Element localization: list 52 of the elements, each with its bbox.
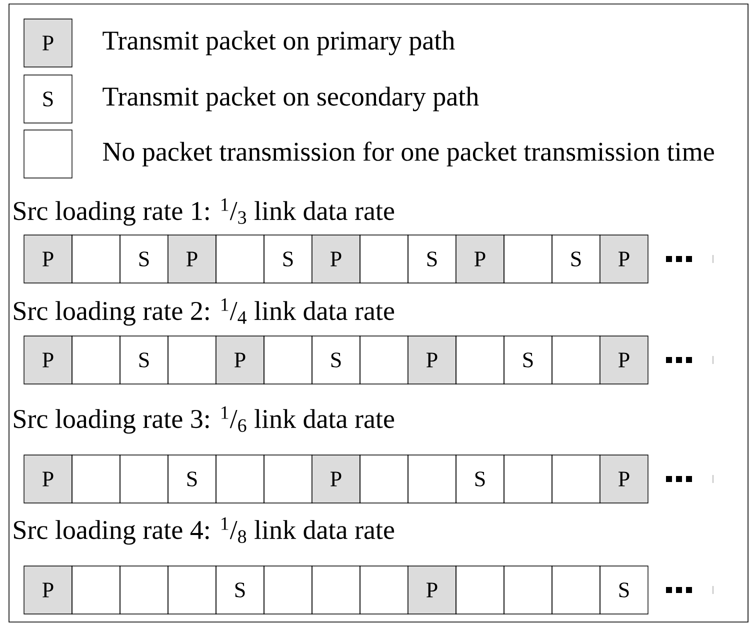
packet-slot: P	[168, 234, 216, 284]
packet-slot	[360, 454, 408, 504]
packet-slot: P	[24, 336, 72, 384]
legend-box: P	[24, 18, 72, 68]
packet-slot	[504, 454, 552, 504]
packet-slot	[504, 234, 552, 284]
node-caption: Transmit packet on primary path	[102, 30, 455, 56]
packet-slot	[216, 234, 264, 284]
packet-slot	[216, 454, 264, 504]
rate-heading: Src loading rate 3: $^{1}$/$_{6}$ link data rate	[14, 406, 394, 434]
packet-slot	[72, 234, 120, 284]
packet-slot: P	[24, 566, 72, 614]
packet-slot: P	[600, 454, 648, 504]
packet-slot	[120, 566, 168, 614]
node-caption: No packet transmission for one packet transmission time	[103, 142, 714, 166]
packet-slot: P	[600, 234, 648, 284]
packet-slot	[456, 566, 504, 614]
rate-heading: Src loading rate 4: $^{1}$/$_{8}$ link data rate	[14, 517, 394, 545]
packet-slot	[360, 234, 408, 284]
node-caption: Transmit packet on secondary path	[102, 86, 479, 112]
packet-slot	[264, 566, 312, 614]
packet-slot: P	[408, 336, 456, 384]
packet-slot	[72, 336, 120, 384]
packet-slot: S	[216, 566, 264, 614]
packet-slot: P	[312, 454, 360, 504]
packet-slot: P	[408, 566, 456, 614]
packet-slot: P	[24, 454, 72, 504]
packet-slot	[456, 336, 504, 384]
packet-slot: S	[456, 454, 504, 504]
packet-slot	[168, 566, 216, 614]
packet-slot	[312, 566, 360, 614]
packet-slot	[72, 566, 120, 614]
packet-slot	[120, 454, 168, 504]
rate-heading: Src loading rate 1: $^{1}$/$_{3}$ link data rate	[14, 198, 394, 226]
packet-slot: P	[24, 234, 72, 284]
legend-box	[24, 130, 72, 178]
packet-slot: P	[216, 336, 264, 384]
packet-slot: S	[120, 336, 168, 384]
packet-slot	[72, 454, 120, 504]
packet-slot	[264, 336, 312, 384]
packet-slot: P	[600, 336, 648, 384]
packet-slot	[408, 454, 456, 504]
legend-box: S	[24, 74, 72, 124]
rate-heading: Src loading rate 2: $^{1}$/$_{4}$ link data rate	[14, 298, 394, 326]
packet-slot	[504, 566, 552, 614]
packet-slot: S	[312, 336, 360, 384]
packet-slot: S	[504, 336, 552, 384]
packet-slot: S	[168, 454, 216, 504]
packet-slot: S	[600, 566, 648, 614]
packet-slot	[552, 566, 600, 614]
packet-slot: P	[312, 234, 360, 284]
packet-slot: P	[456, 234, 504, 284]
